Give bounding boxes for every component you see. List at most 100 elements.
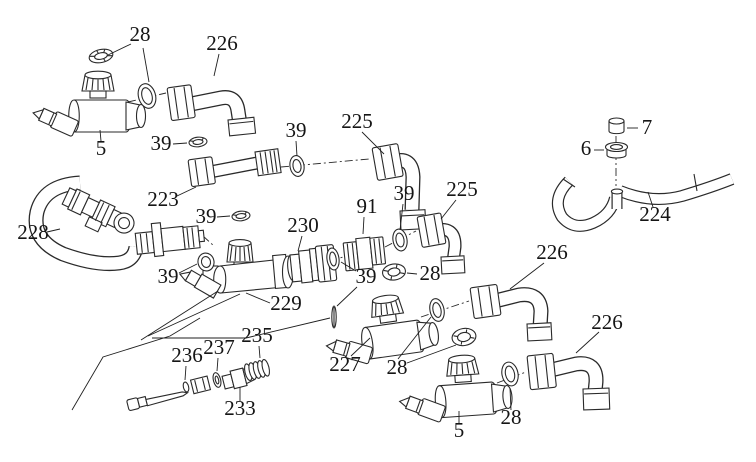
part-label-39: 39 <box>356 264 377 288</box>
part-label-229: 229 <box>270 291 302 315</box>
label-leader-line <box>295 140 298 157</box>
part-228-coupling <box>134 222 206 258</box>
label-leader-line <box>509 262 545 290</box>
part-label-91: 91 <box>357 194 378 218</box>
part-224-formed-pipe <box>551 173 735 232</box>
label-leader-line <box>216 215 231 218</box>
bracket-line <box>140 290 219 341</box>
label-leader-line <box>575 331 600 354</box>
label-leader-line <box>397 316 432 360</box>
label-leader-line <box>362 216 365 235</box>
washer-28-227-b <box>451 327 477 347</box>
part-sleeve-small <box>189 375 212 395</box>
part-label-236: 236 <box>171 343 203 367</box>
parts-layer <box>30 48 629 426</box>
washer-39-left-229 <box>197 252 215 272</box>
washer-39-above-223 <box>289 155 305 177</box>
part-label-5: 5 <box>96 136 107 160</box>
nut-226-bottom <box>526 352 557 391</box>
washer-39-above-229 <box>231 210 251 222</box>
label-leader-line <box>340 261 357 272</box>
brackets-layer <box>71 290 331 411</box>
pipes-layer <box>28 90 735 393</box>
label-leader-line <box>216 357 219 372</box>
part-label-237: 237 <box>203 335 235 359</box>
bracket-line <box>152 317 331 339</box>
center-axis-line <box>202 235 215 247</box>
label-leader-line <box>336 286 358 307</box>
part-label-226: 226 <box>536 240 568 264</box>
part-235-spring <box>243 358 271 382</box>
part-5-valve-bottom <box>393 351 514 426</box>
label-leader-line <box>406 272 418 275</box>
label-leader-line <box>107 43 132 56</box>
part-label-28: 28 <box>420 261 441 285</box>
washer-28-bottom <box>501 361 519 387</box>
part-226-elbow-bottom <box>545 356 604 393</box>
part-228-valve-assembly <box>61 187 135 234</box>
label-leader-line <box>176 186 197 197</box>
label-leader-line <box>361 131 385 155</box>
nut-225-right <box>416 212 447 248</box>
label-leader-line <box>297 235 303 252</box>
washer-28-mid <box>382 263 406 281</box>
part-label-28: 28 <box>387 355 408 379</box>
washer-39-top <box>188 136 208 148</box>
part-91-fitting <box>342 236 387 272</box>
part-228-loop-pipe <box>28 175 144 272</box>
part-226-elbow-mid <box>489 287 549 329</box>
label-leader-line <box>258 345 261 359</box>
label-leader-line <box>172 142 188 145</box>
part-label-28: 28 <box>130 22 151 46</box>
nut-226-top <box>166 84 196 121</box>
part-label-233: 233 <box>224 396 256 420</box>
label-leader-line <box>178 263 198 274</box>
washer-28-top-mid <box>137 83 157 109</box>
bracket-line <box>147 293 241 337</box>
label-leader-line <box>509 387 512 411</box>
label-leader-line <box>647 191 654 208</box>
part-label-39: 39 <box>394 181 415 205</box>
part-label-225: 225 <box>446 177 478 201</box>
part-236-oring <box>182 381 190 393</box>
part-6-grommet <box>604 141 629 159</box>
label-leader-line <box>213 53 220 77</box>
sleeve-225-right <box>440 255 466 275</box>
center-axis-line <box>420 300 470 318</box>
washer-39-mid-right <box>392 228 408 252</box>
part-label-7: 7 <box>642 115 653 139</box>
part-229-valve-body <box>178 239 295 299</box>
part-label-226: 226 <box>206 31 238 55</box>
part-label-230: 230 <box>287 213 319 237</box>
part-label-6: 6 <box>581 136 592 160</box>
part-label-226: 226 <box>591 310 623 334</box>
part-label-39: 39 <box>151 131 172 155</box>
part-label-28: 28 <box>501 405 522 429</box>
label-leader-line <box>245 292 271 304</box>
part-needle-stem <box>126 391 189 411</box>
label-leader-line <box>99 129 102 142</box>
label-leader-line <box>142 47 150 83</box>
collar-223 <box>254 148 282 177</box>
part-223-pipe <box>208 156 259 179</box>
part-label-225: 225 <box>341 109 373 133</box>
label-leader-line <box>46 228 61 233</box>
nut-225-top <box>371 143 404 181</box>
part-label-227: 227 <box>329 352 361 376</box>
washer-39-edge-on <box>331 305 337 329</box>
label-leader-line <box>440 199 457 220</box>
part-7-cap <box>608 117 625 135</box>
center-axis-line <box>496 371 527 384</box>
sleeve-226-top <box>227 116 257 137</box>
label-leader-line <box>184 365 187 381</box>
center-axis-line <box>280 158 370 168</box>
label-leader-line <box>406 344 457 364</box>
part-label-39: 39 <box>286 118 307 142</box>
sleeve-226-bottom <box>582 387 611 411</box>
part-label-228: 228 <box>17 220 49 244</box>
sleeve-226-mid <box>526 322 553 342</box>
washer-28-top-left <box>88 48 114 64</box>
washer-39-center <box>326 247 340 271</box>
